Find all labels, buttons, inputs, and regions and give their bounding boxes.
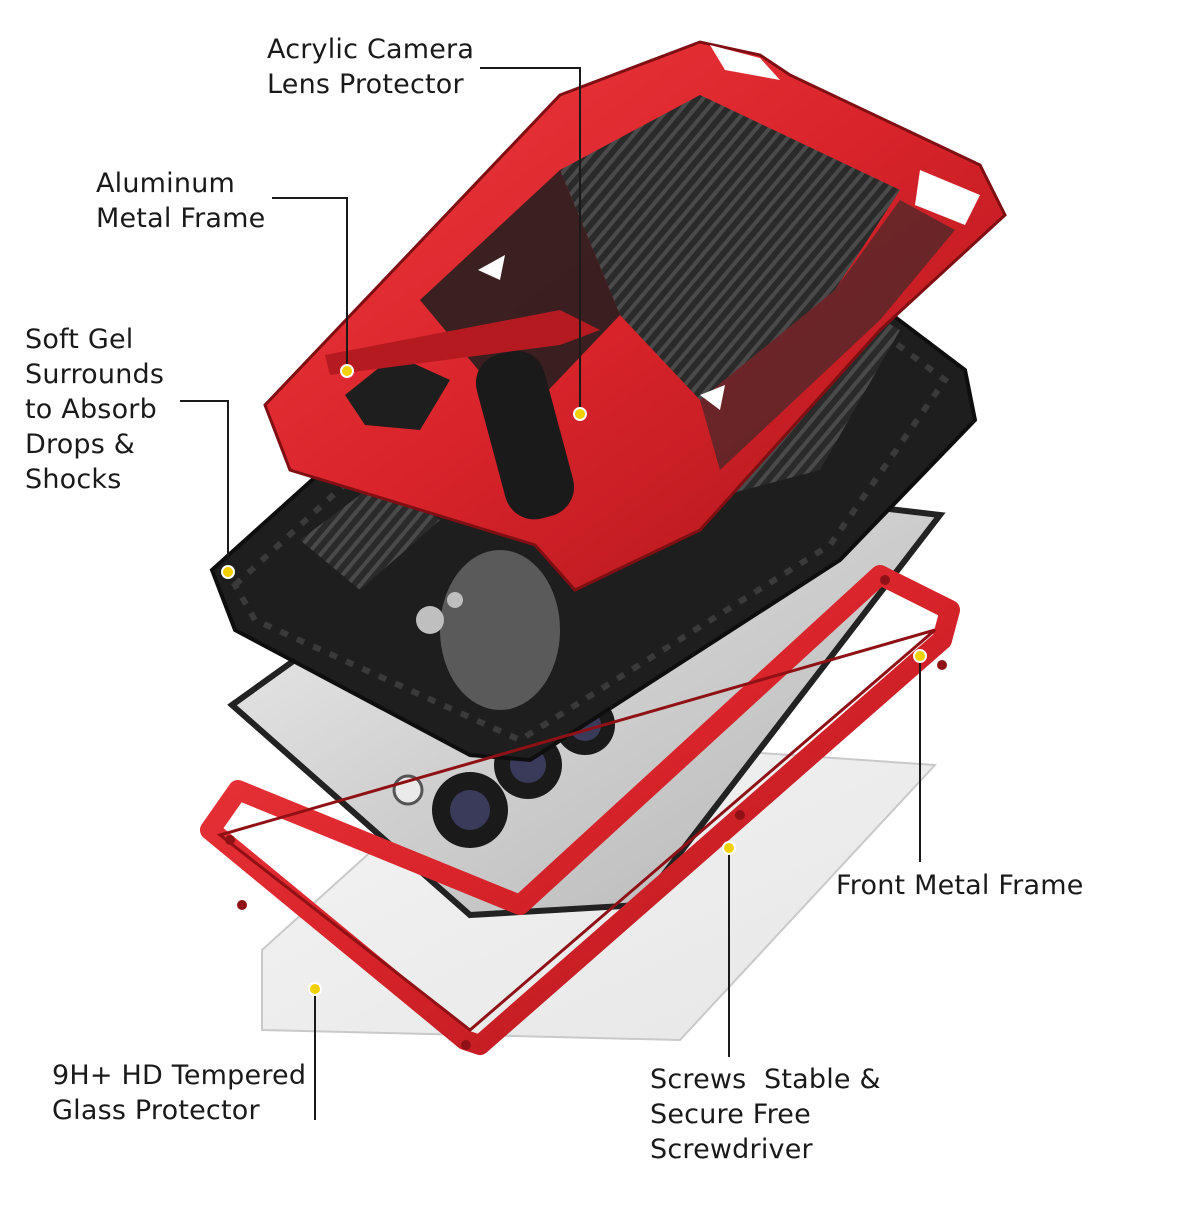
label-soft-gel-surrounds: Soft Gel Surrounds to Absorb Drops & Sho… [25,324,165,495]
label-aluminum-metal-frame: Aluminum Metal Frame [96,168,266,234]
leader-gel [180,400,229,572]
marker-gel [221,565,235,579]
leader-lines [180,67,921,1120]
marker-glass [308,982,322,996]
label-tempered-glass-protector: 9H+ HD Tempered Glass Protector [52,1060,307,1126]
marker-front [913,649,927,663]
label-acrylic-camera-lens-protector: Acrylic Camera Lens Protector [267,34,475,100]
callout-markers [221,364,927,996]
marker-screws [722,841,736,855]
label-front-metal-frame: Front Metal Frame [836,870,1084,901]
marker-lens [573,407,587,421]
front-metal-frame [200,565,960,1055]
label-screws-stable-secure: Screws Stable & Secure Free Screwdriver [650,1064,881,1165]
aluminum-metal-frame [263,40,1007,592]
leader-frame [272,197,348,371]
marker-frame [340,364,354,378]
leader-lens [480,67,581,414]
